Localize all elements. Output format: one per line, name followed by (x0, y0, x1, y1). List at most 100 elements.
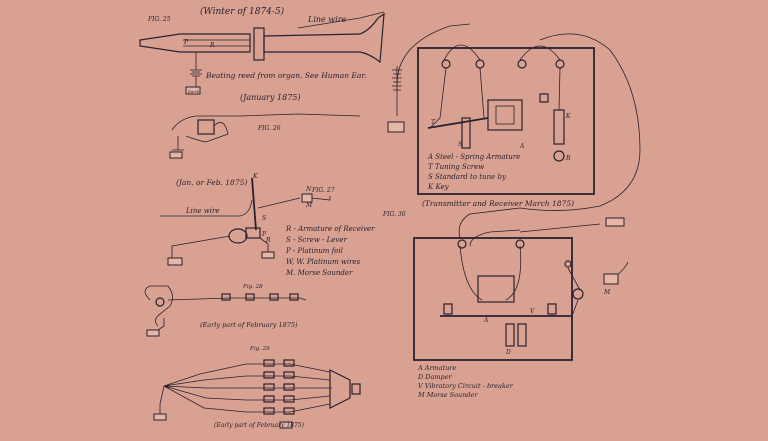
fig29-fork-4 (263, 395, 275, 403)
fig27-letter-s: S (262, 215, 266, 222)
fig29-ground-plate-right (279, 421, 293, 429)
fig29-fork-3 (263, 383, 275, 391)
fig30-upper-electromagnet (487, 99, 523, 131)
fig30-connecting-wire (458, 33, 641, 239)
fig30-lower-letter-m: M (603, 289, 611, 296)
fig30-left-ground (387, 121, 405, 133)
fig30-lower-electromagnet (477, 275, 515, 303)
fig28-date: (Early part of February 1875) (200, 321, 298, 329)
fig28-ground-plate (146, 329, 160, 337)
fig26-group: (January 1875) FIG. 26 (169, 93, 361, 159)
fig30-left-battery (392, 69, 402, 91)
fig30-upper-internal-wires (429, 67, 561, 129)
fig29-fan-wires-left (163, 363, 247, 413)
fig29-date: (Early part of February 1875) (214, 422, 305, 429)
fig30-upper-letter-s: S (458, 141, 462, 148)
fig28-group: Fig. 28 (Early part of February 1875) (144, 284, 307, 337)
fig27-ground-wires (171, 235, 269, 262)
fig30-upper-terminal-1 (441, 59, 451, 69)
fig27-sounder-wires (257, 196, 331, 209)
fig30-lower-internal-wires (567, 267, 581, 317)
fig29-fork-7 (283, 371, 295, 379)
fig30-lower-legend-line-3: V Vibratory Circuit - breaker (418, 382, 514, 390)
fig25-horn (263, 12, 385, 64)
fig30-lower-letter-v: V (530, 308, 535, 315)
fig30-right-ground (605, 217, 625, 227)
fig29-ground-wire (159, 385, 165, 414)
fig25-header: (Winter of 1874-5) (200, 6, 285, 17)
fig27-legend-line-2: S - Screw - Lever (286, 236, 348, 244)
fig30-upper-terminal-3 (517, 59, 527, 69)
fig30-lower-terminal-1 (457, 239, 467, 249)
fig30-upper-legend: A Steel - Spring Armature T Tuning Screw… (427, 153, 520, 191)
fig30-upper-terminal-4 (555, 59, 565, 69)
fig30-upper-receiver (553, 150, 565, 162)
fig30-upper-letter-k: K (565, 113, 571, 120)
fig30-label: FIG. 30 (382, 211, 406, 218)
fig30-lower-legend: A Armature D Damper V Vibratory Circuit … (417, 364, 514, 399)
fig30-upper-legend-line-1: A Steel - Spring Armature (427, 153, 520, 161)
fig25-letter-r: R (209, 42, 215, 49)
fig27-letter-k: K (252, 173, 258, 180)
fig27-legend-line-3: P - Platinum foil (285, 247, 343, 255)
fig30-upper-letter-r: R (565, 155, 571, 162)
fig27-date: (Jan. or Feb. 1875) (176, 178, 247, 187)
fig30-lower-damper-2 (517, 323, 527, 347)
fig29-ground-plate-left (153, 413, 167, 421)
fig29-group: Fig. 29 (Early part of February 1875) (153, 346, 361, 429)
fig29-fork-5 (263, 407, 275, 415)
fig29-fork-9 (283, 395, 295, 403)
fig26-instrument (197, 119, 215, 135)
fig29-tuning-forks (263, 359, 295, 415)
fig28-relay-4 (289, 293, 299, 301)
fig28-label: Fig. 28 (242, 284, 263, 290)
fig25-reed-chamber (139, 33, 251, 53)
fig27-receiver-coil (228, 228, 248, 244)
fig30-lower-board (413, 237, 573, 361)
fig27-letter-r: R (265, 237, 271, 244)
fig29-fork-8 (283, 383, 295, 391)
fig27-label: FIG. 27 (311, 187, 335, 194)
fig27-letter-n: N (305, 186, 312, 193)
fig30-upper-letter-t: T (431, 119, 436, 126)
fig30-upper-terminal-2 (475, 59, 485, 69)
fig29-label: Fig. 29 (249, 346, 270, 352)
fig25-ground-label: Earth (187, 89, 200, 94)
fig29-fork-10 (283, 407, 295, 415)
fig29-fan-wires-right (246, 363, 332, 413)
fig30-upper-legend-line-2: T Tuning Screw (428, 163, 484, 171)
fig28-line-wire (167, 297, 307, 301)
fig27-letter-m: M (305, 202, 313, 209)
fig28-battery (157, 318, 165, 331)
fig27-legend-line-1: R - Armature of Receiver (285, 225, 375, 233)
fig30-lower-legend-line-2: D Damper (417, 373, 453, 381)
fig30-lower-post-left (443, 303, 453, 315)
fig27-ground-plate-left (167, 257, 183, 266)
fig28-left-circuit (144, 285, 173, 327)
fig27-receiver-magnet (245, 227, 261, 239)
fig27-lever (251, 177, 257, 231)
fig27-line-wire-label: Line wire (185, 207, 219, 215)
fig30-lower-letter-d: D (505, 349, 511, 356)
fig26-date: (January 1875) (240, 93, 301, 102)
fig29-receiver-horn (329, 369, 351, 409)
fig30-upper-caption: (Transmitter and Receiver March 1875) (422, 199, 574, 208)
fig30-lower-letter-a: A (483, 317, 489, 324)
fig25-letter-p: P (183, 39, 189, 46)
fig29-fork-2 (263, 371, 275, 379)
fig29-fork-1 (263, 359, 275, 367)
fig25-group: (Winter of 1874-5) FIG. 25 Line wire P R… (139, 6, 385, 95)
fig30-upper-coil (495, 105, 515, 125)
fig26-label: FIG. 26 (257, 125, 281, 132)
fig26-line-wire (171, 113, 361, 131)
fig28-relay-2 (245, 293, 255, 301)
fig30-upper-board (417, 47, 595, 195)
fig25-line-wire (297, 11, 385, 29)
fig28-transmitter-coil (155, 297, 165, 307)
fig30-upper-legend-line-3: S Standard to tune by (428, 173, 507, 181)
fig30-upper-armature (427, 117, 489, 129)
fig27-group: (Jan. or Feb. 1875) FIG. 27 Line wire K … (160, 173, 375, 277)
fig29-receiver-box (351, 383, 361, 395)
fig30-upper-legend-line-4: K Key (427, 183, 450, 191)
